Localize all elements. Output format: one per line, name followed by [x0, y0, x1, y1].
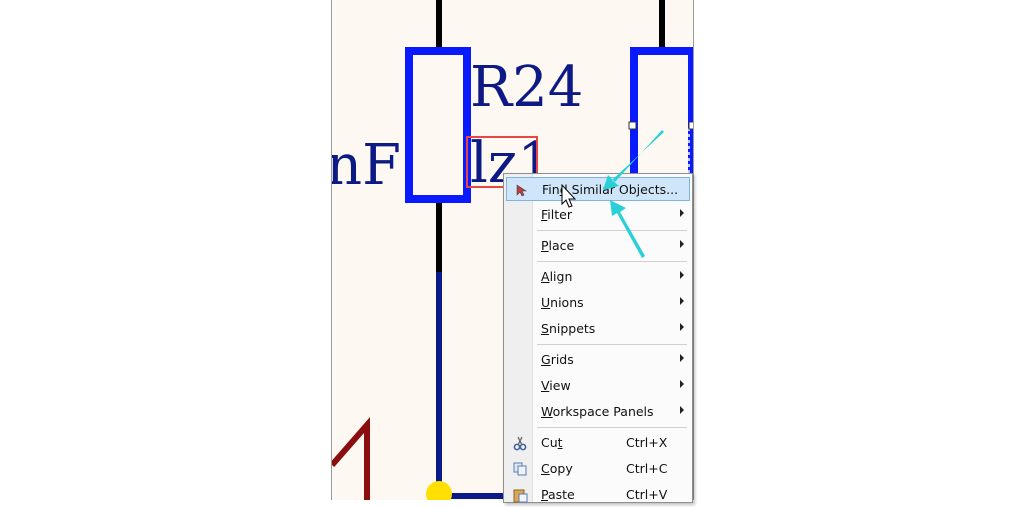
menu-item-label: Grids: [541, 352, 574, 367]
dark-red-wire[interactable]: [332, 417, 370, 500]
menu-item-view[interactable]: View: [506, 374, 690, 398]
menu-item-label: Copy: [541, 461, 573, 476]
shortcut-label: Ctrl+V: [626, 487, 668, 502]
submenu-arrow-icon: [680, 323, 684, 331]
submenu-arrow-icon: [680, 271, 684, 279]
menu-item-label: Filter: [541, 207, 572, 222]
submenu-arrow-icon: [680, 240, 684, 248]
menu-item-unions[interactable]: Unions: [506, 291, 690, 315]
menu-item-find-similar-objects[interactable]: Find Similar Objects...: [506, 177, 690, 201]
menu-separator: [537, 261, 687, 262]
comment-highlight-box: [466, 136, 538, 188]
menu-item-label: Unions: [541, 295, 584, 310]
menu-separator: [537, 427, 687, 428]
submenu-arrow-icon: [680, 209, 684, 217]
menu-item-cut[interactable]: Cut Ctrl+X: [506, 431, 690, 455]
shortcut-label: Ctrl+X: [626, 435, 668, 450]
partial-capacitor-label: nF: [331, 133, 401, 198]
menu-item-label: Cut: [541, 435, 563, 450]
find-similar-icon: [513, 182, 529, 198]
menu-item-snippets[interactable]: Snippets: [506, 317, 690, 341]
paste-icon: [512, 487, 528, 503]
menu-item-place[interactable]: Place: [506, 234, 690, 258]
shortcut-label: Ctrl+C: [626, 461, 668, 476]
menu-item-label: Workspace Panels: [541, 404, 654, 419]
context-menu: Find Similar Objects... Filter Place Ali…: [503, 173, 693, 503]
menu-item-label: View: [541, 378, 571, 393]
menu-item-label: Find Similar Objects...: [542, 182, 679, 197]
menu-separator: [537, 344, 687, 345]
designator-r24[interactable]: R24: [470, 55, 584, 120]
copy-icon: [512, 461, 528, 477]
menu-item-label: Snippets: [541, 321, 596, 336]
submenu-arrow-icon: [680, 297, 684, 305]
submenu-arrow-icon: [680, 354, 684, 362]
menu-item-label: Paste: [541, 487, 575, 502]
submenu-arrow-icon: [680, 406, 684, 414]
menu-item-paste[interactable]: Paste Ctrl+V: [506, 483, 690, 507]
menu-icon-gutter: [504, 174, 533, 502]
junction-dot: [426, 481, 452, 500]
scissors-icon: [512, 435, 528, 451]
menu-item-label: Place: [541, 238, 575, 253]
selection-handle[interactable]: [688, 121, 694, 130]
menu-item-filter[interactable]: Filter: [506, 203, 690, 227]
selection-handle[interactable]: [628, 121, 637, 130]
menu-separator: [537, 230, 687, 231]
menu-item-grids[interactable]: Grids: [506, 348, 690, 372]
menu-item-align[interactable]: Align: [506, 265, 690, 289]
menu-item-label: Align: [541, 269, 573, 284]
menu-item-workspace-panels[interactable]: Workspace Panels: [506, 400, 690, 424]
resistor-r24-body[interactable]: [405, 47, 471, 203]
submenu-arrow-icon: [680, 380, 684, 388]
menu-item-copy[interactable]: Copy Ctrl+C: [506, 457, 690, 481]
